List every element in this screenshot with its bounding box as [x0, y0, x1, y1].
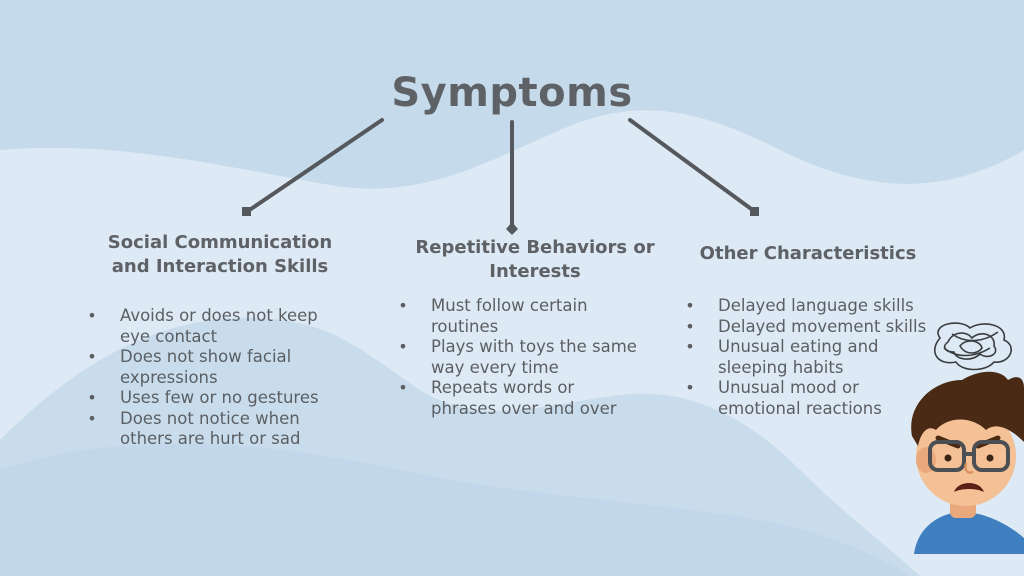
list-item: • Uses few or no gestures — [86, 388, 346, 409]
bullet-icon: • — [398, 296, 408, 315]
branch-heading-social: Social Communication and Interaction Ski… — [70, 231, 370, 279]
bullet-icon: • — [87, 388, 97, 407]
frustrated-boy-illustration — [911, 322, 1024, 554]
item-line: expressions — [120, 367, 218, 387]
bullet-icon: • — [87, 408, 97, 428]
item-line: Delayed language skills — [718, 296, 914, 315]
item-line: Unusual mood or — [718, 378, 859, 397]
arrow-right — [628, 118, 756, 213]
frown-mouth — [954, 483, 984, 492]
item-line: sleeping habits — [718, 357, 844, 377]
list-item: • Delayed movement skills — [684, 317, 944, 338]
heading-line: Repetitive Behaviors or — [415, 237, 655, 258]
bullet-icon: • — [685, 316, 695, 336]
glasses-icon — [928, 440, 1010, 472]
list-item: • Delayed language skills — [684, 296, 944, 317]
item-line: others are hurt or sad — [120, 429, 301, 448]
diagram-title: Symptoms — [391, 70, 633, 116]
bullet-icon: • — [87, 306, 97, 325]
item-line: Must follow certain — [431, 296, 588, 315]
bullet-icon: • — [87, 347, 97, 366]
item-line: Delayed movement skills — [718, 316, 927, 336]
item-line: Does not show facial — [120, 347, 292, 366]
item-line: Unusual eating and — [718, 337, 879, 356]
branch-heading-other: Other Characteristics — [680, 242, 936, 266]
heading-line: Social Communication — [107, 232, 333, 253]
shirt — [914, 512, 1024, 554]
bullet-icon: • — [685, 296, 695, 315]
nose — [964, 462, 974, 474]
item-line: phrases over and over — [431, 398, 617, 418]
tangled-thought-scribble-icon — [934, 322, 1012, 371]
arrow-right-head — [750, 207, 759, 216]
heading-line: Other Characteristics — [699, 243, 917, 264]
item-line: eye contact — [120, 326, 218, 346]
heading-line: Interests — [489, 261, 581, 282]
item-line: Uses few or no gestures — [120, 388, 319, 407]
left-eye — [944, 454, 952, 462]
arrow-left-head — [242, 207, 251, 216]
bullet-icon: • — [685, 337, 695, 356]
item-line: Repeats words or — [431, 378, 575, 397]
branch-heading-repetitive: Repetitive Behaviors or Interests — [380, 236, 690, 284]
arrow-center-head — [506, 222, 518, 235]
item-line: Does not notice when — [120, 408, 300, 428]
item-line: Avoids or does not keep — [120, 306, 318, 325]
item-line: way every time — [431, 357, 559, 377]
bullet-icon: • — [398, 378, 408, 397]
arrow-left — [246, 118, 384, 213]
bullet-icon: • — [398, 337, 408, 356]
hair — [911, 371, 1024, 446]
item-line: Plays with toys the same — [431, 337, 637, 356]
item-line: routines — [431, 316, 499, 336]
bullet-icon: • — [685, 378, 695, 397]
other-characteristics-list: • Delayed language skills • Delayed moveme… — [684, 296, 944, 419]
item-line: emotional reactions — [718, 398, 882, 418]
heading-line: and Interaction Skills — [111, 256, 329, 277]
right-eye — [986, 454, 994, 462]
